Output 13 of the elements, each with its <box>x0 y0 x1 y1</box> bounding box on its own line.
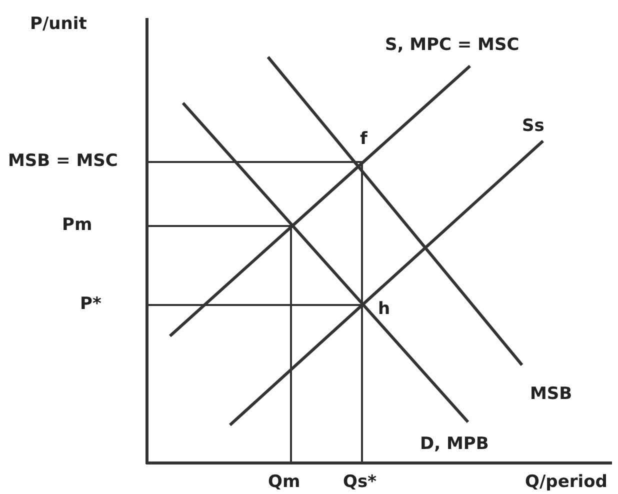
axis-label: Q/period <box>525 474 608 491</box>
axis-tick-label: Qm <box>268 474 300 491</box>
point-label: h <box>378 301 390 318</box>
curve-label: S, MPC = MSC <box>385 37 520 54</box>
curve-label: Ss <box>522 118 544 135</box>
axis-tick-label: P* <box>80 296 102 313</box>
axis-tick-label: Qs* <box>343 474 376 491</box>
axis-label: P/unit <box>30 16 87 33</box>
point-label: f <box>360 131 368 148</box>
axis-tick-label: MSB = MSC <box>8 153 118 170</box>
curve-label: MSB <box>530 386 572 403</box>
axis-tick-label: Pm <box>62 217 92 234</box>
curve-label: D, MPB <box>420 436 489 453</box>
